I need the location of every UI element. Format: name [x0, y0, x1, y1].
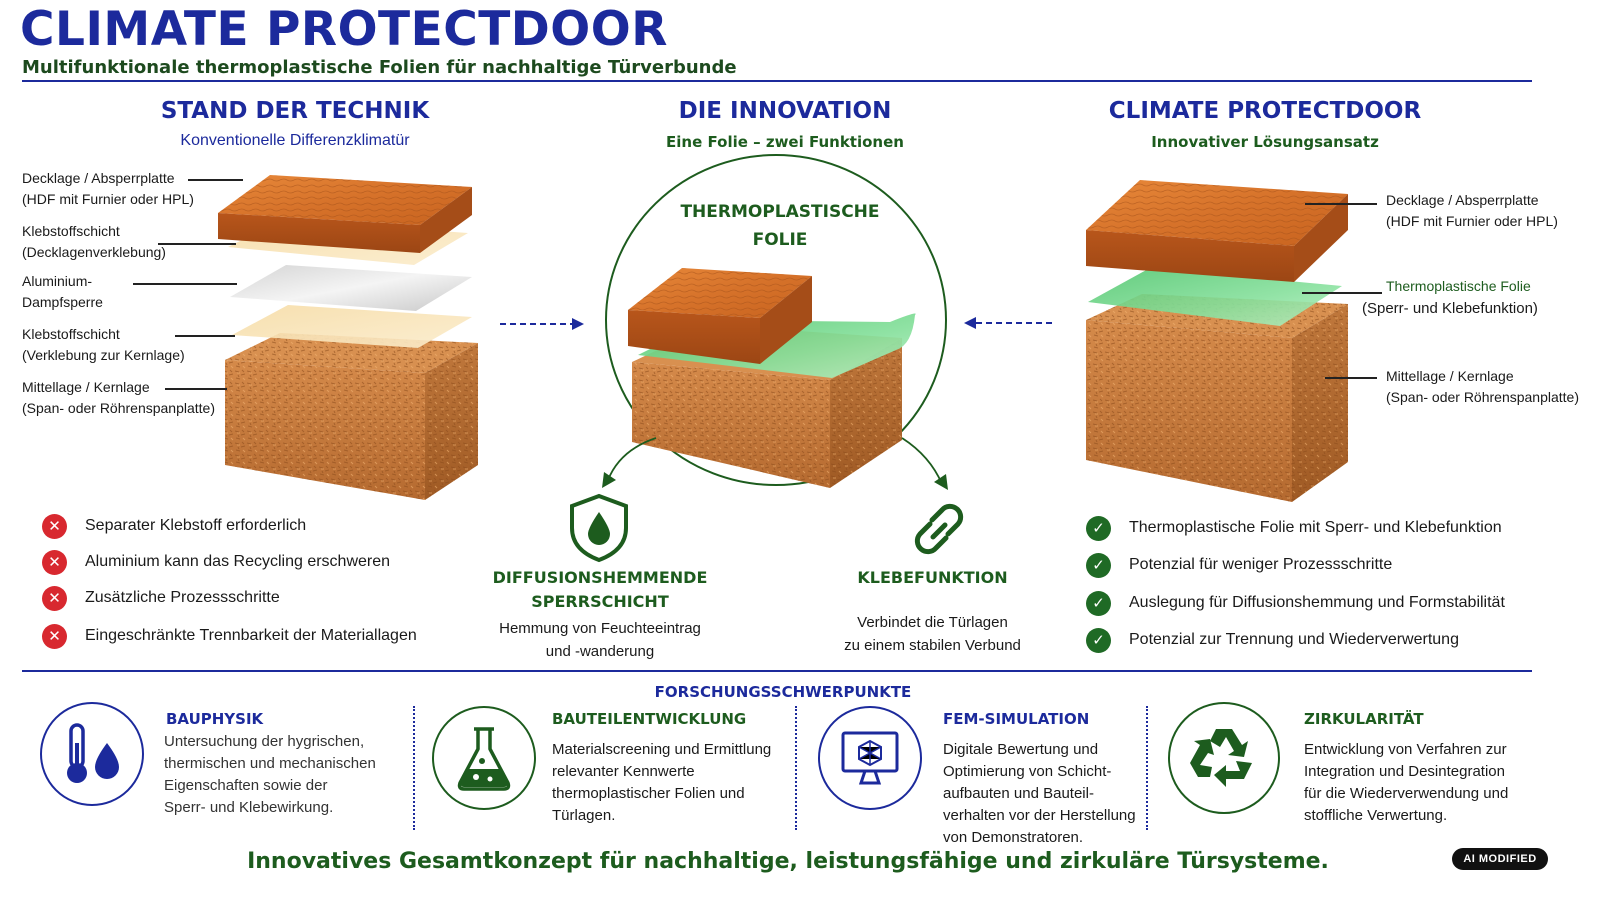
- leader-line: [188, 179, 243, 181]
- center-subheading: Eine Folie – zwei Funktionen: [666, 133, 904, 151]
- right-label-foil-desc: (Sperr- und Klebefunktion): [1362, 300, 1538, 317]
- research-title-bauphysik: BAUPHYSIK: [166, 710, 264, 728]
- research-title-zirkularitaet: ZIRKULARITÄT: [1304, 710, 1424, 728]
- check-icon: ✓: [1086, 515, 1111, 541]
- conventional-layer-stack: [218, 175, 478, 500]
- leader-line: [158, 243, 236, 245]
- research-heading: FORSCHUNGSSCHWERPUNKTE: [654, 683, 912, 701]
- protectdoor-layer-stack: [1086, 180, 1348, 502]
- right-label-foil-title: Thermoplastische Folie: [1386, 278, 1531, 294]
- top-board-layer: [218, 175, 472, 253]
- leader-line: [165, 388, 227, 390]
- research-title-fem: FEM-SIMULATION: [943, 710, 1090, 728]
- right-label-top-board: Decklage / Absperrplatte(HDF mit Furnier…: [1386, 192, 1558, 229]
- right-heading: CLIMATE PROTECTDOOR: [1108, 98, 1422, 124]
- research-divider: [22, 670, 1532, 672]
- function-title-adhesive: KLEBEFUNKTION: [857, 568, 1008, 587]
- header-divider: [22, 80, 1532, 82]
- recycle-icon: [1190, 729, 1252, 787]
- research-icon-circle: [1168, 702, 1280, 814]
- left-label-adhesive-lower: Klebstoffschicht(Verklebung zur Kernlage…: [22, 326, 185, 363]
- divider: [413, 706, 415, 830]
- thermometer-drop-icon: [67, 723, 119, 783]
- cross-icon: ✕: [42, 513, 67, 539]
- leader-line: [1302, 292, 1382, 294]
- innovation-circle-diagram: [602, 154, 948, 490]
- left-subheading: Konventionelle Differenzklimatür: [180, 132, 410, 149]
- thermoplastic-foil-layer: [1088, 268, 1342, 326]
- cross-icon: ✕: [42, 623, 67, 649]
- ai-modified-badge: AI MODIFIED: [1452, 848, 1548, 870]
- list-item: ✕Zusätzliche Prozessschritte: [42, 580, 417, 616]
- cross-icon: ✕: [42, 585, 67, 611]
- left-heading: STAND DER TECHNIK: [160, 98, 430, 124]
- list-item: ✕Aluminium kann das Recycling erschweren: [42, 544, 417, 580]
- list-item: ✕Eingeschränkte Trennbarkeit der Materia…: [42, 616, 417, 656]
- list-item: ✕Separater Klebstoff erforderlich: [42, 508, 417, 544]
- aluminium-layer: [230, 265, 472, 311]
- list-item: ✓Potenzial zur Trennung und Wiederverwer…: [1086, 622, 1505, 658]
- leader-line: [1325, 377, 1377, 379]
- page-subtitle: Multifunktionale thermoplastische Folien…: [22, 57, 737, 78]
- monitor-mesh-icon: [841, 731, 899, 785]
- research-icon-circle: [818, 706, 922, 810]
- research-text-bauphysik: Untersuchung der hygrischen,thermischen …: [164, 733, 376, 816]
- adhesive-layer-lower: [232, 305, 472, 348]
- cross-icon: ✕: [42, 549, 67, 575]
- leader-line: [1305, 203, 1377, 205]
- list-item: ✓Potenzial für weniger Prozessschritte: [1086, 546, 1505, 584]
- left-label-aluminium: Aluminium-Dampfsperre: [22, 273, 103, 310]
- footer-tagline: Innovatives Gesamtkonzept für nachhaltig…: [247, 849, 1329, 874]
- research-icon-circle: [432, 706, 536, 810]
- leader-line: [133, 283, 237, 285]
- research-icon-circle: [40, 702, 144, 806]
- research-title-bauteil: BAUTEILENTWICKLUNG: [552, 710, 747, 728]
- list-item: ✓Auslegung für Diffusionshemmung und For…: [1086, 584, 1505, 622]
- check-icon: ✓: [1086, 590, 1111, 616]
- chain-link-icon: [914, 503, 964, 555]
- right-label-core: Mittellage / Kernlage(Span- oder Röhrens…: [1386, 368, 1580, 405]
- flask-icon: [457, 727, 511, 791]
- arrow-right-icon: [500, 318, 584, 330]
- arrow-left-icon: [964, 317, 1054, 329]
- check-icon: ✓: [1086, 552, 1111, 578]
- left-label-core: Mittellage / Kernlage(Span- oder Röhrens…: [22, 379, 216, 416]
- right-subheading: Innovativer Lösungsansatz: [1151, 133, 1379, 151]
- left-label-top-board: Decklage / Absperrplatte(HDF mit Furnier…: [22, 170, 194, 207]
- leader-line: [175, 335, 235, 337]
- list-item: ✓Thermoplastische Folie mit Sperr- und K…: [1086, 510, 1505, 546]
- shield-drop-icon: [570, 493, 628, 563]
- check-icon: ✓: [1086, 627, 1111, 653]
- cons-list: ✕Separater Klebstoff erforderlich ✕Alumi…: [42, 508, 417, 656]
- page-title: CLIMATE PROTECTDOOR: [20, 2, 668, 57]
- divider: [795, 706, 797, 830]
- pros-list: ✓Thermoplastische Folie mit Sperr- und K…: [1086, 510, 1505, 658]
- center-heading: DIE INNOVATION: [678, 98, 892, 124]
- divider: [1146, 706, 1148, 830]
- core-layer: [225, 333, 478, 500]
- left-label-adhesive-upper: Klebstoffschicht(Decklagenverklebung): [22, 223, 166, 260]
